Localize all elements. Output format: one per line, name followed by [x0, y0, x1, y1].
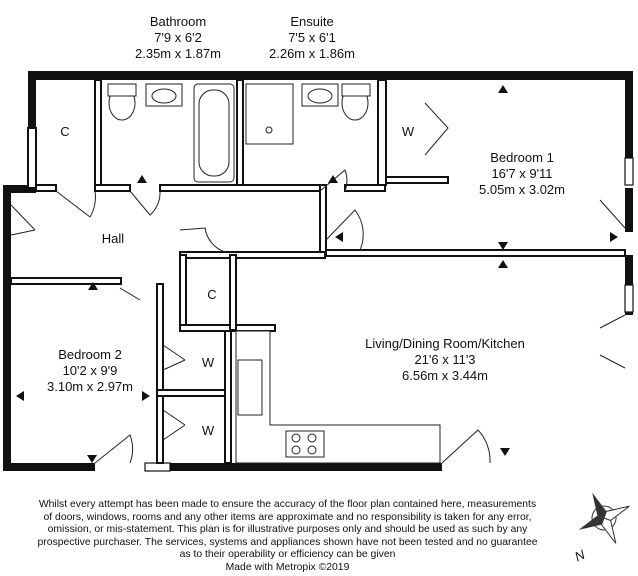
room-imperial-size: 16'7 x 9'11 [491, 166, 553, 181]
dimension-arrows [16, 85, 618, 463]
room-metric-size: 6.56m x 3.44m [402, 368, 488, 383]
interior-walls [10, 79, 626, 464]
room-metric-size: 3.10m x 2.97m [47, 379, 133, 394]
wardrobe-label: W [201, 423, 215, 438]
bathroom-label: Bathroom 7'9 x 6'2 2.35m x 1.87m [118, 14, 238, 62]
bathroom-fittings [107, 83, 371, 183]
wardrobe-label: W [201, 355, 215, 370]
disclaimer-line: as to their operability or efficiency ca… [179, 549, 396, 561]
room-metric-size: 2.26m x 1.86m [269, 46, 355, 61]
room-metric-size: 2.35m x 1.87m [135, 46, 221, 61]
room-name: Bedroom 2 [58, 347, 122, 362]
living-room-label: Living/Dining Room/Kitchen 21'6 x 11'3 6… [340, 336, 550, 384]
room-imperial-size: 7'5 x 6'1 [288, 30, 336, 45]
ensuite-label: Ensuite 7'5 x 6'1 2.26m x 1.86m [252, 14, 372, 62]
wardrobe-label: W [401, 124, 415, 139]
cupboard-label: C [207, 287, 217, 302]
room-name: Bathroom [149, 14, 207, 29]
cupboard-label: C [60, 124, 70, 139]
room-imperial-size: 7'9 x 6'2 [154, 30, 202, 45]
room-name: Living/Dining Room/Kitchen [365, 336, 525, 351]
room-name: Ensuite [290, 14, 334, 29]
disclaimer-text: Whilst every attempt has been made to en… [0, 499, 575, 575]
windows [144, 157, 634, 472]
disclaimer-line: Whilst every attempt has been made to en… [38, 499, 537, 510]
room-imperial-size: 21'6 x 11'3 [414, 352, 476, 367]
disclaimer-line: omission, or mis-statement. This plan is… [47, 524, 528, 536]
room-name: Bedroom 1 [490, 150, 554, 165]
disclaimer-line: of doors, windows, rooms and any other i… [43, 511, 532, 523]
disclaimer-line: prospective purchaser. The services, sys… [37, 536, 538, 548]
bedroom2-label: Bedroom 2 10'2 x 9'9 3.10m x 2.97m [30, 347, 150, 395]
kitchen-fittings [235, 330, 441, 464]
room-imperial-size: 10'2 x 9'9 [62, 363, 118, 378]
room-metric-size: 5.05m x 3.02m [479, 182, 565, 197]
disclaimer-line: Made with Metropix ©2019 [225, 561, 350, 573]
doors [10, 102, 626, 464]
bedroom1-label: Bedroom 1 16'7 x 9'11 5.05m x 3.02m [462, 150, 582, 198]
hall-label: Hall [101, 231, 125, 246]
compass-rose [578, 492, 630, 544]
